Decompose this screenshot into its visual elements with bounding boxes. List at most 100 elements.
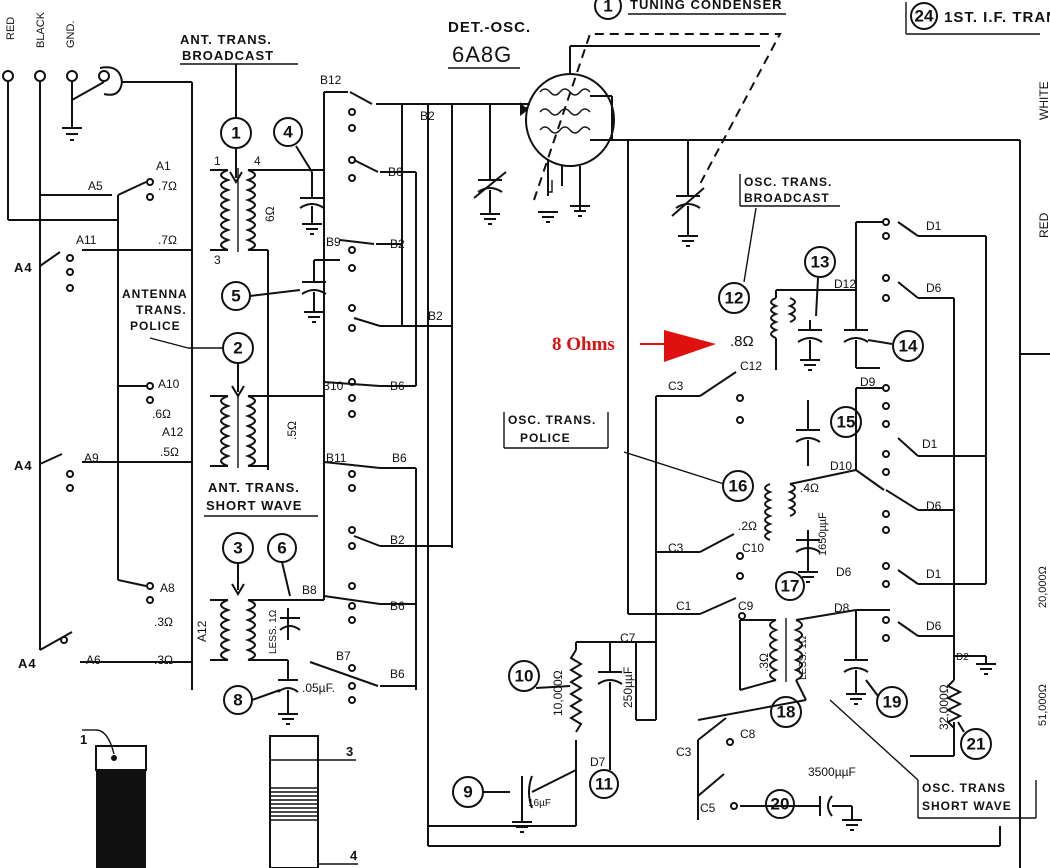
legend-circle-24 [910, 2, 938, 30]
coil-form-label: 1 [80, 732, 88, 747]
osc-sw-label-1: OSC. TRANS [922, 781, 1006, 795]
annotation-text: 8 Ohms [552, 334, 615, 355]
contact-label: D1 [926, 219, 942, 233]
component-number-5: 5 [231, 287, 240, 306]
header-labels: 1 TUNING CONDENSER 24 1ST. I.F. TRANS DE… [5, 0, 1050, 238]
ant-police-label-2: TRANS. [136, 303, 187, 317]
bottom-left-parts: 10,000Ω 250µµF 16µF [428, 641, 656, 833]
legend-number-24: 24 [915, 7, 934, 26]
right-label-red: RED [1037, 212, 1050, 238]
ant-sw-label-2: SHORT WAVE [206, 498, 302, 513]
ant-police-label-3: POLICE [130, 319, 181, 333]
contact-label: C10 [742, 541, 764, 555]
tube-type-label: 6A8G [452, 42, 512, 67]
component-number-13: 13 [811, 253, 830, 272]
contact-label: D1 [922, 437, 938, 451]
pin-label: 1 [214, 154, 221, 168]
contact-label: C3 [668, 541, 684, 555]
osc-sw-label-2: SHORT WAVE [922, 799, 1012, 813]
value-cap-17: 1650µµF [817, 512, 829, 556]
contact-label: D10 [830, 459, 852, 473]
switch-a-contacts: A5 A1 A11 A4 A10 A12 A9 A4 A8 A12 A4 A6 [14, 159, 209, 671]
value-ant-sw-2: .3Ω [154, 653, 173, 667]
component-number-16: 16 [729, 477, 748, 496]
component-number-18: 18 [777, 703, 796, 722]
contact-label: A12 [162, 425, 184, 439]
contact-label: B12 [320, 73, 342, 87]
value-ant-bc-sec: 6Ω [263, 206, 277, 222]
switch-c-contacts: C3 C12 C3 C10 C1 C9 C7 C8 C3 C5 3500µµF [620, 359, 862, 831]
tuning-condenser-label: TUNING CONDENSER [630, 0, 783, 12]
contact-label: A9 [84, 451, 99, 465]
contact-label: B11 [326, 451, 347, 465]
contact-label: B9 [326, 235, 341, 249]
component-number-15: 15 [837, 413, 856, 432]
right-label-white: WHITE [1037, 81, 1050, 120]
osc-bc-label-1: OSC. TRANS. [744, 175, 832, 189]
contact-label: B2 [390, 533, 405, 547]
value-cap-11: 250µµF [621, 667, 635, 708]
value-ant-pol-1: .6Ω [152, 407, 171, 421]
osc-pol-label-1: OSC. TRANS. [508, 413, 596, 427]
value-cap-20: 3500µµF [808, 765, 856, 779]
component-number-9: 9 [463, 783, 472, 802]
pin-label: 4 [254, 154, 261, 168]
value-osc-pol-2: .2Ω [738, 519, 757, 533]
value-ant-sw-1: .3Ω [154, 615, 173, 629]
coil-winding-lines [270, 787, 318, 821]
component-number-1: 1 [231, 124, 240, 143]
contact-label: C3 [676, 745, 692, 759]
contact-label: B6 [390, 667, 405, 681]
component-number-8: 8 [233, 691, 242, 710]
component-number-19: 19 [883, 693, 902, 712]
contact-label: D6 [926, 619, 942, 633]
value-ant-bc-1: .7Ω [158, 179, 177, 193]
contact-label: D6 [836, 565, 852, 579]
switch-b-contacts: B12 B2 B6 B9 B2 B2 B10 B6 B11 B6 B2 B8 B… [302, 73, 1000, 847]
lead-label-gnd: GND. [65, 21, 77, 49]
coil-form-label: 4 [350, 848, 358, 863]
component-5 [221, 259, 340, 323]
value-ant-sw-sec: LESS. 1Ω [268, 609, 279, 654]
component-number-6: 6 [277, 539, 286, 558]
contact-label: D12 [834, 277, 856, 291]
contact-label: C9 [738, 599, 754, 613]
coil-form-icons: 1 3 4 [80, 729, 358, 868]
contact-label: C12 [740, 359, 762, 373]
component-number-3: 3 [233, 539, 242, 558]
contact-label: B8 [302, 583, 317, 597]
value-osc-bc: .8Ω [730, 333, 754, 350]
value-osc-sw-1: .3Ω [757, 653, 771, 672]
value-r-10: 10,000Ω [551, 670, 565, 716]
component-8: .05µF. [223, 660, 335, 725]
contact-label: A4 [14, 260, 33, 275]
det-osc-tube [473, 33, 1020, 614]
legend-circle-1 [594, 0, 622, 20]
value-r-right-2: 51,000Ω [1037, 684, 1049, 726]
contact-label: B10 [322, 379, 344, 393]
contact-label: B2 [420, 109, 435, 123]
value-r-right-1: 20,000Ω [1037, 566, 1049, 608]
component-number-17: 17 [781, 577, 800, 596]
coil-winding-dark [96, 770, 146, 868]
ant-trans-police: ANTENNA TRANS. POLICE .6Ω .5Ω .5Ω [122, 287, 324, 468]
value-cap-9: 16µF [528, 798, 551, 809]
osc-trans-police: OSC. TRANS. POLICE .4Ω .2Ω 1650µµF [503, 387, 884, 601]
ant-broadcast-label-2: BROADCAST [182, 48, 274, 63]
lead-label-black: BLACK [35, 11, 47, 48]
value-cap-8: .05µF. [302, 681, 335, 695]
contact-label: B7 [336, 649, 351, 663]
component-number-20: 20 [771, 795, 790, 814]
contact-label: A8 [160, 581, 175, 595]
component-number-2: 2 [233, 339, 242, 358]
component-4 [273, 117, 325, 235]
ant-broadcast-label-1: ANT. TRANS. [180, 32, 272, 47]
contact-label: B6 [390, 379, 405, 393]
ant-trans-shortwave: ANT. TRANS. SHORT WAVE .3Ω .3Ω LESS. 1Ω [154, 480, 324, 667]
coil-form-label: 3 [346, 744, 354, 759]
contact-label: A6 [86, 653, 101, 667]
contact-label: C5 [700, 801, 716, 815]
antenna-terminals [2, 66, 193, 690]
